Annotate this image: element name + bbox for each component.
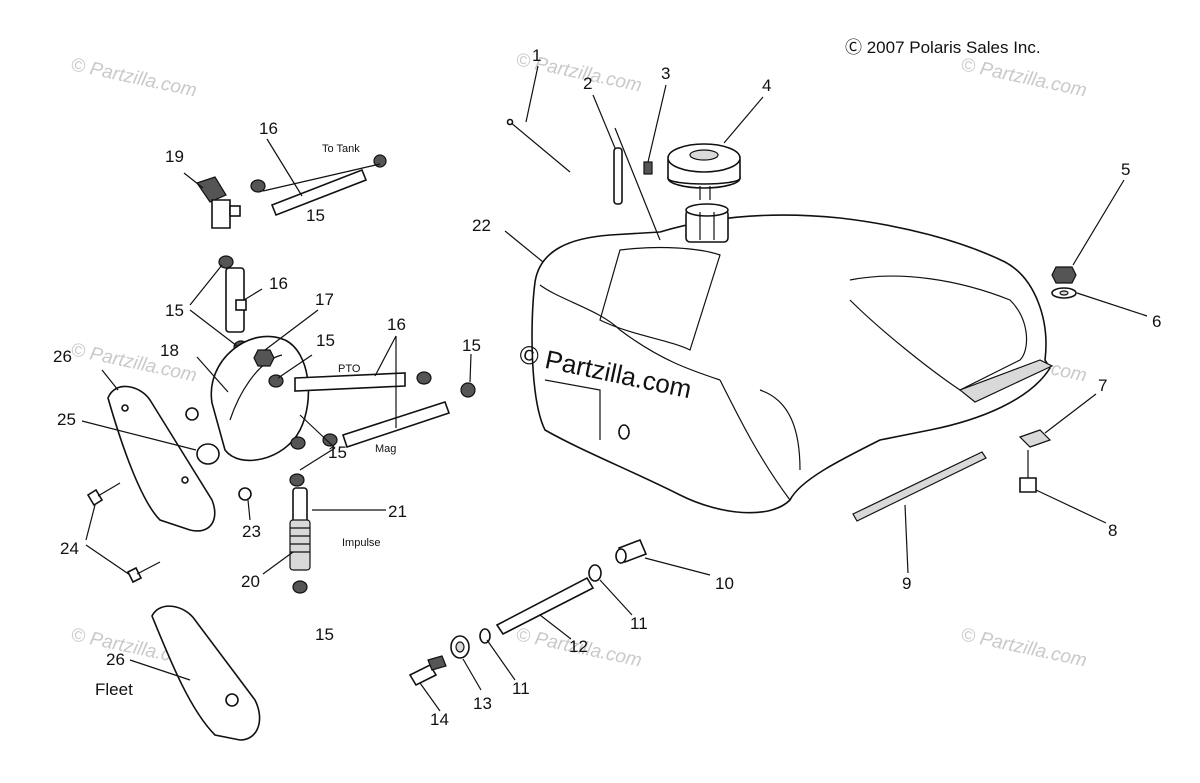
callout-15-a: 15 bbox=[306, 206, 325, 225]
hose-clamp bbox=[218, 255, 234, 269]
bolt-upper bbox=[86, 482, 121, 507]
hose-clamp bbox=[416, 371, 432, 385]
tank-bolt bbox=[1019, 450, 1037, 493]
callout-4: 4 bbox=[762, 76, 771, 95]
callout-17: 17 bbox=[315, 290, 334, 309]
hose-clamp bbox=[290, 436, 306, 450]
callout-5: 5 bbox=[1121, 160, 1130, 179]
hose-clamp bbox=[250, 179, 266, 193]
callout-26-a: 26 bbox=[53, 347, 72, 366]
washer bbox=[185, 407, 199, 421]
callout-19: 19 bbox=[165, 147, 184, 166]
washer bbox=[238, 487, 252, 501]
rubber-strip bbox=[852, 451, 987, 522]
callout-25: 25 bbox=[57, 410, 76, 429]
callout-18: 18 bbox=[160, 341, 179, 360]
callout-26-b: 26 bbox=[106, 650, 125, 669]
nut-and-washer bbox=[1051, 266, 1077, 299]
callout-6: 6 bbox=[1152, 312, 1161, 331]
callout-8: 8 bbox=[1108, 521, 1117, 540]
callout-15-f: 15 bbox=[315, 625, 334, 644]
watermark-bottom-right: © Partzilla.com bbox=[959, 624, 1089, 671]
callout-7: 7 bbox=[1098, 376, 1107, 395]
callout-10: 10 bbox=[715, 574, 734, 593]
hose-clamp bbox=[373, 154, 387, 168]
fleet-bracket-hole bbox=[225, 693, 239, 707]
bracket-hole bbox=[181, 476, 189, 484]
bracket-hole bbox=[121, 404, 129, 412]
grommet bbox=[253, 349, 275, 367]
hose-clamp bbox=[268, 374, 284, 388]
callout-15-b: 15 bbox=[165, 301, 184, 320]
callout-15-e: 15 bbox=[328, 443, 347, 462]
tank-pad bbox=[1018, 429, 1052, 448]
callout-12: 12 bbox=[569, 637, 588, 656]
callout-3: 3 bbox=[661, 64, 670, 83]
hose-clamp bbox=[322, 433, 338, 447]
callout-20: 20 bbox=[241, 572, 260, 591]
watermark-top-left: © Partzilla.com bbox=[69, 54, 199, 101]
callout-13: 13 bbox=[473, 694, 492, 713]
callout-16-c: 16 bbox=[387, 315, 406, 334]
callout-15-c: 15 bbox=[316, 331, 335, 350]
vent-tube bbox=[613, 147, 623, 205]
label-mag: Mag bbox=[375, 443, 396, 455]
callout-24: 24 bbox=[60, 539, 79, 558]
label-to-tank: To Tank bbox=[322, 143, 360, 155]
fuel-valve bbox=[196, 176, 241, 229]
callout-1: 1 bbox=[532, 46, 541, 65]
label-impulse: Impulse bbox=[342, 537, 381, 549]
hose-impulse bbox=[289, 487, 311, 571]
callout-11b: 11 bbox=[512, 679, 530, 698]
watermark-mid-left: © Partzilla.com bbox=[69, 339, 199, 386]
pump-bracket bbox=[107, 385, 216, 532]
vent-clip bbox=[643, 161, 653, 175]
callout-23: 23 bbox=[242, 522, 261, 541]
hose-pto bbox=[294, 372, 406, 392]
fuel-cap bbox=[667, 143, 741, 200]
watermark-top-right: © Partzilla.com bbox=[959, 54, 1089, 101]
hose-to-tank bbox=[270, 168, 368, 217]
label-fleet: Fleet bbox=[95, 680, 133, 699]
callout-22: 22 bbox=[472, 216, 491, 235]
callout-14: 14 bbox=[430, 710, 449, 729]
callout-11a: 11 bbox=[630, 614, 648, 633]
callout-16-b: 16 bbox=[269, 274, 288, 293]
outlet-assembly bbox=[408, 538, 648, 687]
label-pto: PTO bbox=[338, 363, 361, 375]
hose-clamp bbox=[289, 473, 305, 487]
copyright-notice: Ⓒ 2007 Polaris Sales Inc. bbox=[845, 38, 1041, 57]
tank-strap bbox=[506, 118, 571, 173]
spacer bbox=[196, 443, 220, 465]
callout-2: 2 bbox=[583, 74, 592, 93]
fuel-tank bbox=[531, 203, 1054, 514]
callout-numbers: 1 2 3 4 5 6 7 8 9 10 11 11 12 13 14 15 1… bbox=[53, 46, 1161, 729]
callout-9: 9 bbox=[902, 574, 911, 593]
callout-15-d: 15 bbox=[462, 336, 481, 355]
callout-16-a: 16 bbox=[259, 119, 278, 138]
bolt-lower bbox=[126, 561, 161, 584]
hose-clamp bbox=[460, 382, 476, 398]
hose-clamp bbox=[292, 580, 308, 594]
leader-lines bbox=[81, 65, 1148, 712]
callout-21: 21 bbox=[388, 502, 407, 521]
